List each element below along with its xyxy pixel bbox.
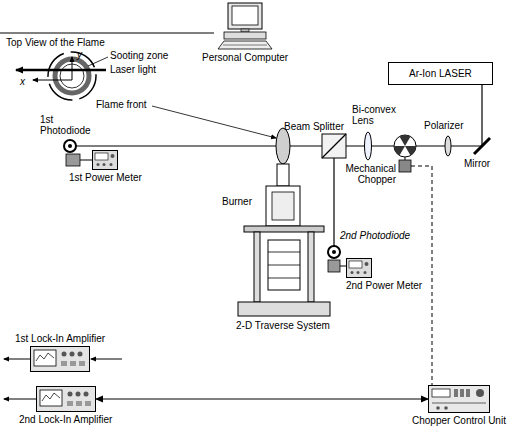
axis-label: y <box>77 49 82 60</box>
device-label: Chopper Control Unit <box>412 415 506 426</box>
lens-symbol <box>365 132 372 160</box>
component-label: Mirror <box>464 158 490 169</box>
box-text: Ar-Ion LASER <box>409 68 472 79</box>
chopper-control-icon <box>428 385 490 413</box>
device-label: 1st Power Meter <box>69 172 142 183</box>
lock-in-amplifier: 1st Lock-In Amplifier <box>30 346 90 372</box>
signal-connector <box>96 399 428 400</box>
lock-in-amplifier-icon <box>30 346 90 372</box>
component-label: Polarizer <box>424 120 463 131</box>
polarizer-symbol <box>445 136 451 156</box>
chopper-symbol <box>394 135 432 385</box>
power-meter: 2nd Power Meter <box>346 258 372 278</box>
device-label: Personal Computer <box>202 52 288 63</box>
component-label: Beam Splitter <box>284 121 344 132</box>
chopper-control-unit: Chopper Control Unit <box>428 385 490 413</box>
callout-label: Laser light <box>110 64 156 75</box>
laser-box: Ar-Ion LASER <box>388 62 493 85</box>
inset-title: Top View of the Flame <box>6 37 105 48</box>
power-meter-icon <box>92 150 118 170</box>
component-label: 1st Photodiode <box>40 114 96 136</box>
burner-drawing <box>266 128 300 226</box>
device-label: 2nd Power Meter <box>346 280 422 291</box>
component-label: Burner <box>222 196 252 207</box>
device-label: 2nd Lock-In Amplifier <box>19 414 112 425</box>
lock-in-amplifier-icon <box>36 386 96 412</box>
flame-front-leader <box>152 106 276 138</box>
computer-icon <box>214 2 276 50</box>
callout-label: Sooting zone <box>110 50 168 61</box>
computer-wire <box>0 33 214 34</box>
photodiode-2 <box>328 246 346 272</box>
power-meter: 1st Power Meter <box>92 150 118 170</box>
photodiode-1 <box>64 140 92 166</box>
laser-beam <box>76 84 482 246</box>
computer: Personal Computer <box>214 2 276 50</box>
device-label: 1st Lock-In Amplifier <box>15 333 105 344</box>
mirror-symbol <box>474 138 490 154</box>
power-meter-icon <box>346 258 372 278</box>
component-label: Mechanical Chopper <box>338 163 396 185</box>
component-label: 2nd Photodiode <box>340 230 410 241</box>
callout-label: Flame front <box>96 99 147 110</box>
axis-label: x <box>20 76 25 87</box>
component-label: 2-D Traverse System <box>236 320 330 331</box>
component-label: Bi-convex Lens <box>352 104 402 126</box>
lock-in-amplifier: 2nd Lock-In Amplifier <box>36 386 96 412</box>
beam-splitter-symbol <box>322 134 346 158</box>
traverse-system <box>238 226 330 316</box>
flame-top-view <box>16 52 108 100</box>
